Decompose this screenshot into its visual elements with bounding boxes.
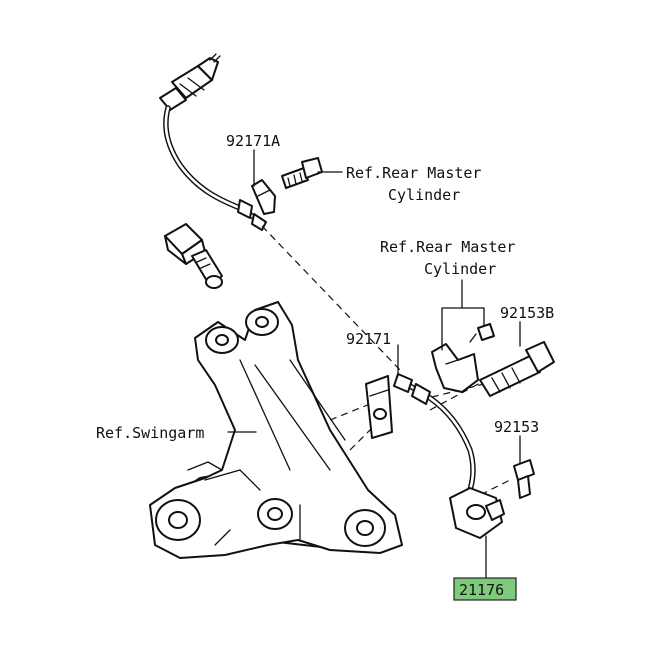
label-92153: 92153 [494,418,539,436]
mount-pin [164,223,223,289]
highlight-box-21176 [453,577,517,601]
upper-sensor-wire [163,105,267,231]
clamp-rear-master [431,343,479,393]
bolt-92153b [479,341,555,397]
sensor-connector [159,53,221,111]
label-92171: 92171 [346,330,391,348]
bolt-92153 [513,459,535,499]
dash-line-6 [469,479,511,501]
sensor-21176 [449,487,505,539]
dash-line-2 [329,399,381,421]
label-ref-rear-master-2-line1: Ref.Rear Master [380,238,515,256]
label-ref-rear-master-2-line2: Cylinder [424,260,496,278]
label-92171a: 92171A [226,132,280,150]
label-ref-swingarm: Ref.Swingarm [96,424,204,442]
label-ref-rear-master-1-line1: Ref.Rear Master [346,164,481,182]
bracket-92171 [365,375,393,439]
lower-sensor-wire [393,373,476,503]
dash-line-1 [261,225,401,371]
bolt-clamp [469,323,495,343]
ref-leader-bracket [441,279,485,351]
label-21176: 21176 [459,581,504,599]
clamp-92171a [251,179,276,215]
label-ref-rear-master-1-line2: Cylinder [388,186,460,204]
swingarm-linkage [149,301,403,559]
bolt-upper [281,157,323,189]
label-92153b: 92153B [500,304,554,322]
